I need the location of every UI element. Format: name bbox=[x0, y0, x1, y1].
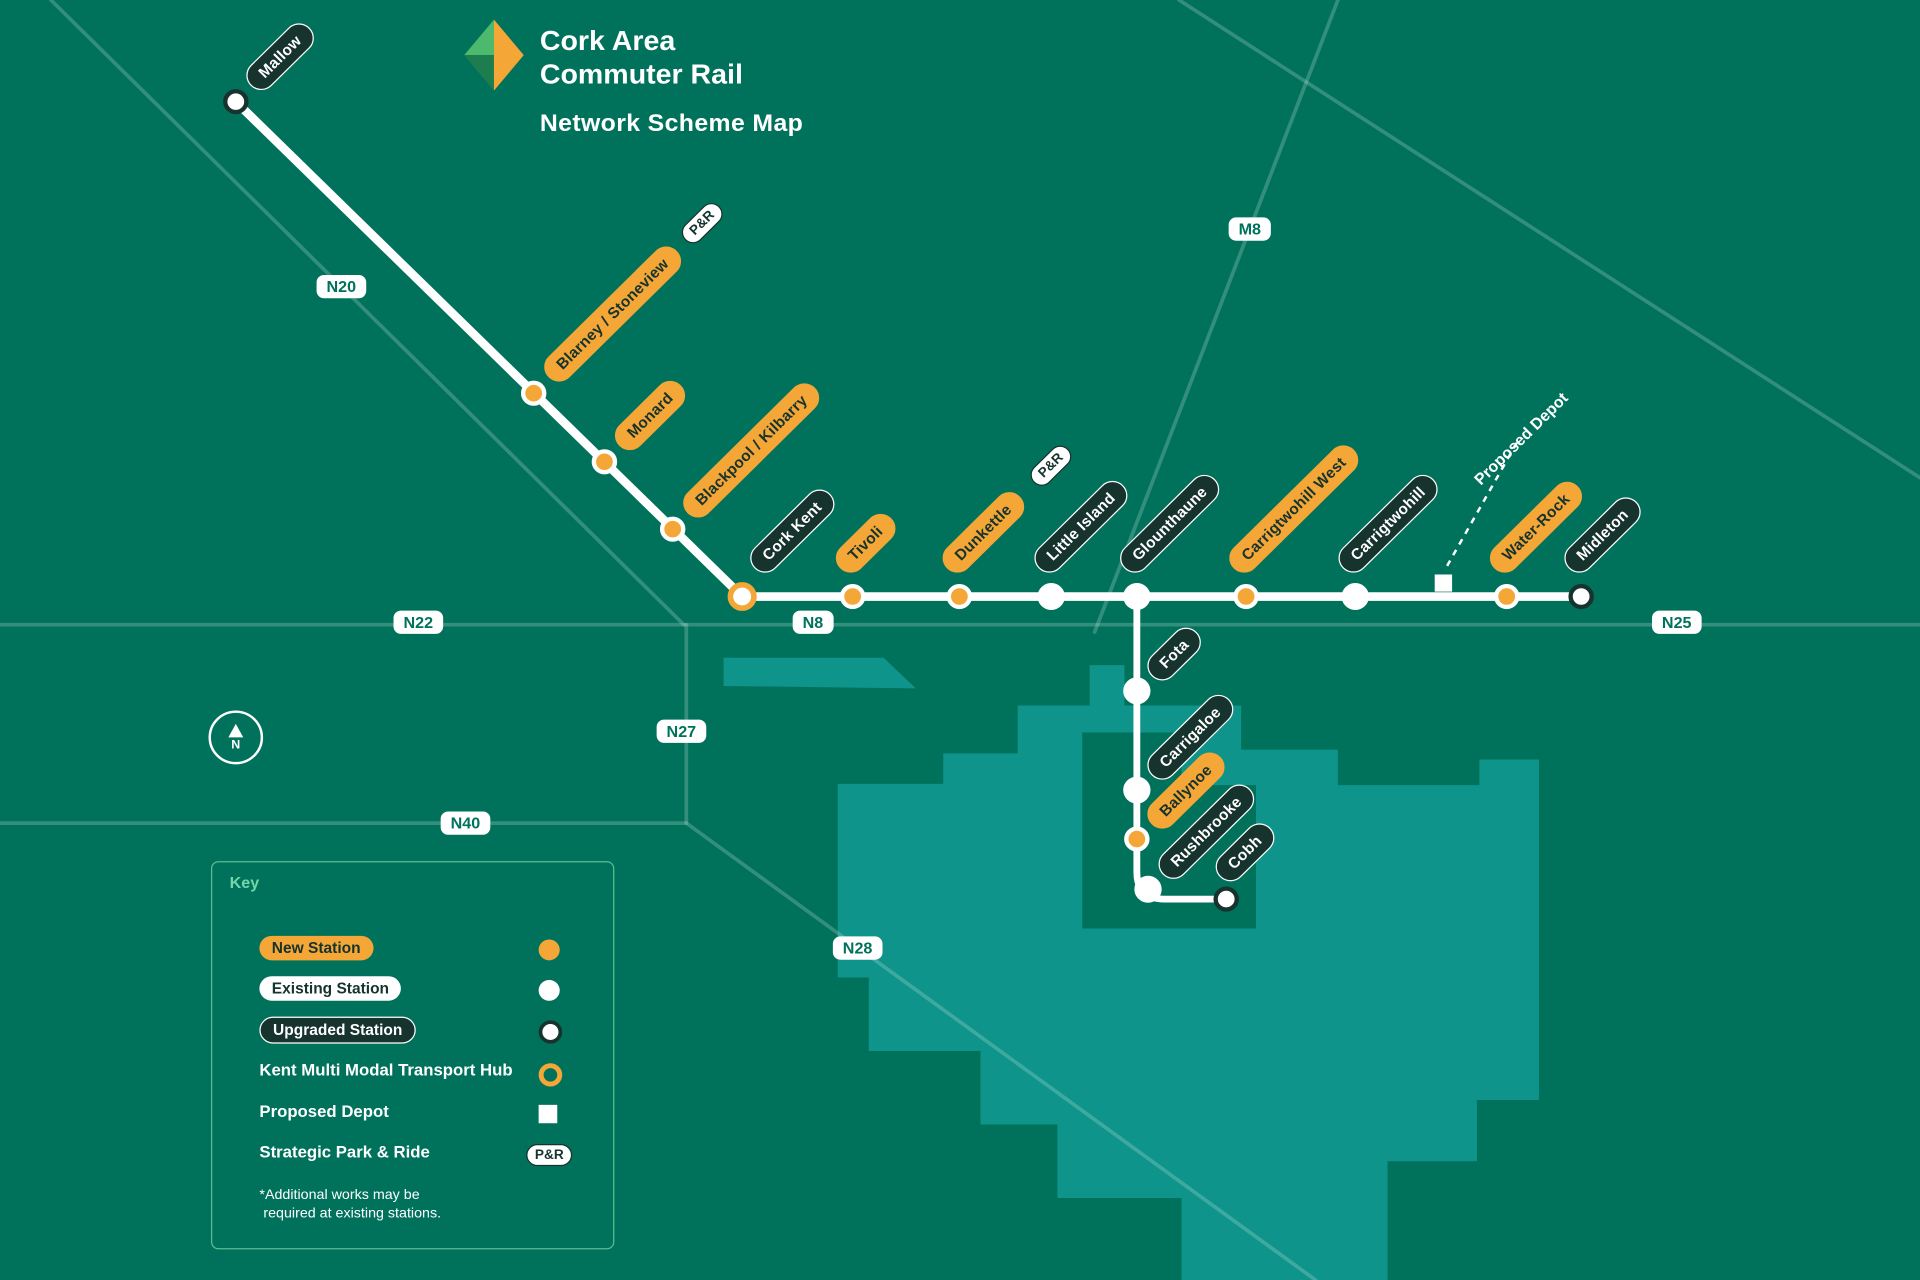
water-inlet bbox=[723, 657, 916, 689]
brand-logo bbox=[464, 19, 524, 91]
key-item-label-3: Kent Multi Modal Transport Hub bbox=[259, 1060, 513, 1080]
road-label-n22: N22 bbox=[393, 610, 443, 634]
station-ballynoe-marker bbox=[1124, 826, 1150, 852]
compass-north-label: N bbox=[231, 738, 241, 752]
key-item-0: New Station bbox=[259, 935, 374, 961]
key-item-3: Kent Multi Modal Transport Hub bbox=[259, 1060, 512, 1082]
station-little-island-marker bbox=[1037, 583, 1065, 611]
road-label-n28: N28 bbox=[832, 936, 883, 960]
road-label-n8: N8 bbox=[792, 610, 834, 634]
key-item-label-1: Existing Station bbox=[259, 976, 402, 1001]
road-label-m8: M8 bbox=[1228, 217, 1271, 241]
road-label-n40: N40 bbox=[440, 811, 491, 835]
brand-name: Cork Area Commuter Rail bbox=[540, 24, 743, 90]
station-monard-marker bbox=[591, 449, 618, 475]
station-blackpool-kilbarry-marker bbox=[659, 516, 686, 542]
station-mallow-marker bbox=[223, 89, 249, 115]
key-item-1: Existing Station bbox=[259, 976, 402, 1001]
rail-network bbox=[231, 97, 1586, 903]
road-label-n25: N25 bbox=[1651, 610, 1702, 634]
key-item-label-0: New Station bbox=[259, 935, 374, 961]
station-carrigtwohill-marker bbox=[1341, 583, 1369, 611]
compass-north-arrow-icon bbox=[228, 723, 244, 737]
station-tivoli-marker bbox=[839, 583, 866, 610]
key-swatch-wrap-4 bbox=[538, 1104, 558, 1124]
key-title: Key bbox=[229, 873, 260, 892]
key-swatch-kent bbox=[538, 1063, 563, 1087]
key-item-label-2: Upgraded Station bbox=[259, 1016, 416, 1044]
key-footnote-line2: required at existing stations. bbox=[259, 1206, 442, 1222]
key-item-label-4: Proposed Depot bbox=[259, 1102, 389, 1121]
proposed-depot-marker bbox=[1434, 574, 1453, 592]
station-markers bbox=[223, 89, 1594, 912]
key-swatch-wrap-2 bbox=[538, 1020, 563, 1044]
key-item-label-5: Strategic Park & Ride bbox=[259, 1142, 430, 1162]
station-glounthaune-marker bbox=[1123, 583, 1151, 611]
brand-name-line1: Cork Area bbox=[539, 24, 676, 57]
station-cork-kent-marker bbox=[727, 582, 757, 611]
road-label-n27: N27 bbox=[656, 719, 707, 743]
station-midleton-marker bbox=[1568, 583, 1594, 610]
key-swatch-park-and-ride: P&R bbox=[526, 1144, 573, 1167]
road-line-n27-n28 bbox=[684, 622, 1318, 1280]
key-item-5: Strategic Park & Ride bbox=[259, 1142, 429, 1164]
key-item-2: Upgraded Station bbox=[259, 1016, 416, 1044]
station-blarney-stoneview-marker bbox=[520, 380, 547, 406]
key-swatch-wrap-1 bbox=[538, 979, 560, 1001]
station-carrigaloe-marker bbox=[1123, 776, 1151, 804]
road-line-northeast bbox=[1177, 0, 1920, 480]
brand-name-line2: Commuter Rail bbox=[539, 57, 743, 90]
key-swatch-existing bbox=[538, 979, 560, 1001]
key-swatch-wrap-3 bbox=[538, 1063, 563, 1087]
station-fota-marker bbox=[1123, 677, 1151, 705]
road-line-n20 bbox=[49, 0, 686, 627]
key-swatch-upgraded bbox=[538, 1020, 563, 1044]
station-cobh-marker bbox=[1213, 886, 1239, 912]
station-rushbrooke-marker bbox=[1134, 875, 1162, 903]
key-footnote-line1: *Additional works may be bbox=[259, 1188, 420, 1203]
key-swatch-new bbox=[538, 939, 560, 961]
road-line-m8 bbox=[1092, 0, 1340, 634]
key-swatch-depot bbox=[538, 1104, 558, 1124]
compass: N bbox=[208, 710, 264, 765]
key-swatch-wrap-5: P&R bbox=[526, 1143, 573, 1167]
road-label-n20: N20 bbox=[316, 274, 367, 299]
station-carrigtwohill-west-marker bbox=[1233, 583, 1259, 610]
station-dunkettle-marker bbox=[946, 583, 973, 610]
key-swatch-wrap-0 bbox=[538, 939, 560, 961]
key-item-4: Proposed Depot bbox=[259, 1101, 388, 1123]
map-subtitle: Network Scheme Map bbox=[539, 110, 804, 138]
harbour-water bbox=[837, 665, 1539, 1280]
station-water-rock-marker bbox=[1493, 583, 1520, 610]
